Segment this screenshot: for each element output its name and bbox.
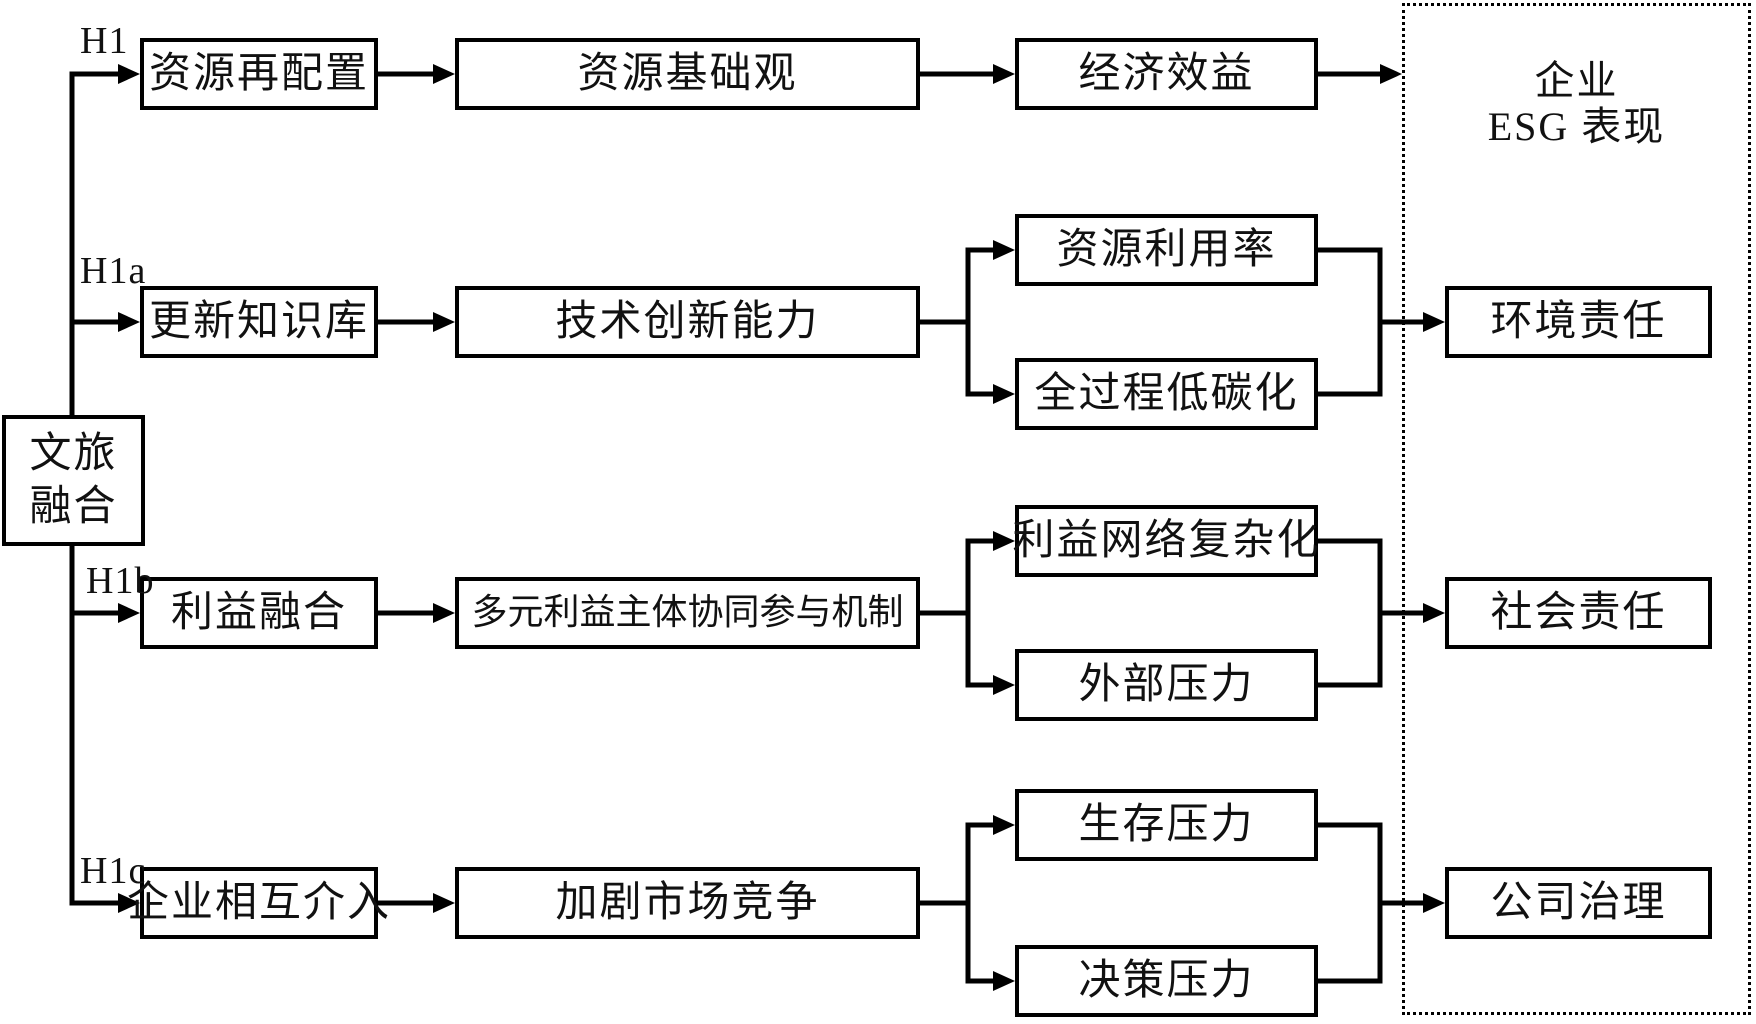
node-label: 外部压力 xyxy=(1078,661,1255,708)
node-resource-reallocation: 资源再配置 xyxy=(140,38,378,110)
node-label: 资源利用率 xyxy=(1056,226,1277,273)
node-label: 企业相互介入 xyxy=(127,879,392,926)
node-update-knowledge-base: 更新知识库 xyxy=(140,286,378,358)
node-social-responsibility: 社会责任 xyxy=(1445,577,1712,649)
node-label: 经济效益 xyxy=(1078,50,1255,97)
node-label: 利益网络复杂化 xyxy=(1012,517,1321,564)
node-corporate-governance: 公司治理 xyxy=(1445,867,1712,939)
node-intensified-market-competition: 加剧市场竞争 xyxy=(455,867,920,939)
node-multi-stakeholder-mechanism: 多元利益主体协同参与机制 xyxy=(455,577,920,649)
node-decision-pressure: 决策压力 xyxy=(1015,945,1318,1017)
esg-outcome-panel xyxy=(1402,3,1751,1015)
hypothesis-label-h1: H1 xyxy=(80,20,129,62)
node-environmental-responsibility: 环境责任 xyxy=(1445,286,1712,358)
node-label: 资源基础观 xyxy=(577,50,798,97)
esg-panel-title: 企业 ESG 表现 xyxy=(1402,58,1751,150)
node-resource-based-view: 资源基础观 xyxy=(455,38,920,110)
node-tech-innovation-capability: 技术创新能力 xyxy=(455,286,920,358)
node-interest-integration: 利益融合 xyxy=(140,577,378,649)
source-label-line2: 融合 xyxy=(29,483,118,530)
node-resource-utilization: 资源利用率 xyxy=(1015,214,1318,286)
node-economic-benefit: 经济效益 xyxy=(1015,38,1318,110)
node-survival-pressure: 生存压力 xyxy=(1015,789,1318,861)
esg-title-line1: 企业 xyxy=(1534,58,1619,103)
hypothesis-label-h1c: H1c xyxy=(80,850,147,892)
node-label: 资源再配置 xyxy=(148,50,369,97)
node-culture-tourism-integration: 文旅 融合 xyxy=(2,415,145,546)
node-mutual-firm-entry: 企业相互介入 xyxy=(127,867,389,939)
source-label-line1: 文旅 xyxy=(29,431,118,477)
node-label: 环境责任 xyxy=(1490,298,1667,345)
hypothesis-label-h1b: H1b xyxy=(86,560,155,602)
node-label: 公司治理 xyxy=(1490,879,1667,926)
node-external-pressure: 外部压力 xyxy=(1015,649,1318,721)
node-label: 技术创新能力 xyxy=(555,298,820,345)
node-label: 全过程低碳化 xyxy=(1034,370,1299,417)
node-label: 更新知识库 xyxy=(148,298,369,345)
hypothesis-label-h1a: H1a xyxy=(80,250,147,292)
node-label: 利益融合 xyxy=(170,589,347,636)
node-label: 多元利益主体协同参与机制 xyxy=(471,592,904,633)
node-label: 社会责任 xyxy=(1490,589,1667,636)
node-label: 决策压力 xyxy=(1078,957,1255,1004)
esg-title-line2: ESG 表现 xyxy=(1487,104,1666,149)
node-label: 生存压力 xyxy=(1078,801,1255,848)
node-whole-process-low-carbon: 全过程低碳化 xyxy=(1015,358,1318,430)
node-label: 加剧市场竞争 xyxy=(555,879,820,926)
node-interest-network-complexity: 利益网络复杂化 xyxy=(1012,505,1321,577)
